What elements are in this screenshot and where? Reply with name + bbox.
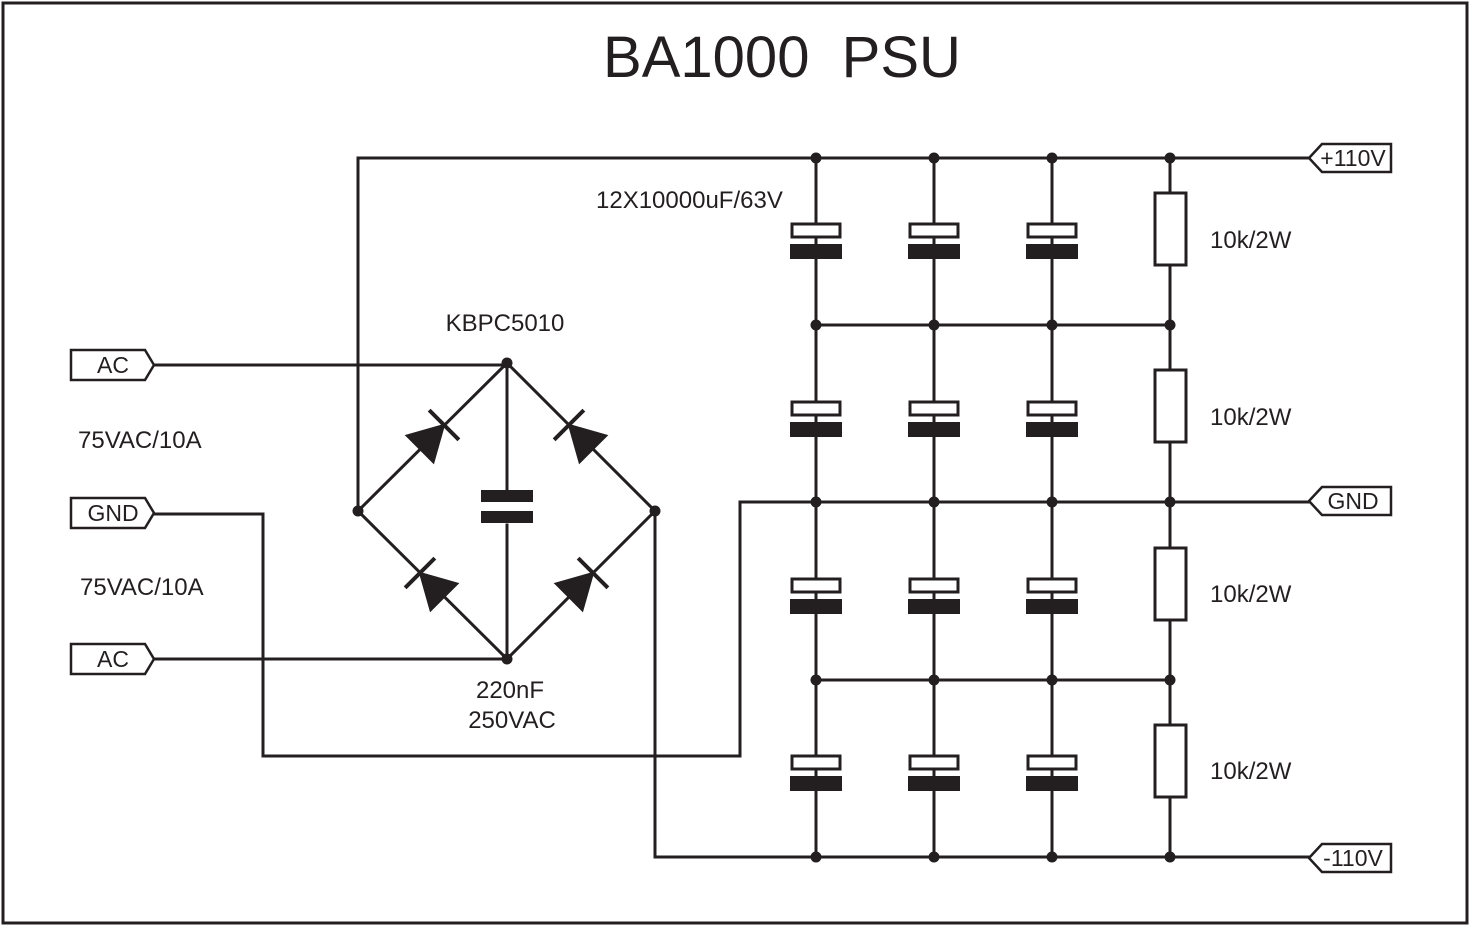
snubber-cap-voltage-label: 250VAC [468, 707, 556, 734]
junction-dot-11 [1046, 496, 1058, 508]
junction-dot-16 [1164, 674, 1176, 686]
junction-dot-5 [810, 319, 822, 331]
diode-upper-right [552, 408, 609, 465]
snubber-cap-value-label: 220nF [476, 677, 544, 704]
junction-dot-20 [1164, 851, 1176, 863]
pos-110v-output-port: +110V [1307, 142, 1393, 174]
filter-capacitor-3 [1026, 222, 1078, 259]
junction-dot-24 [649, 505, 661, 517]
junction-dot-12 [1164, 496, 1176, 508]
gnd-input-port: GND [69, 496, 156, 530]
junction-dot-4 [1164, 152, 1176, 164]
resistor-2-label: 10k/2W [1210, 404, 1292, 431]
neg-110v-output-port-label: -110V [1323, 845, 1383, 871]
ac-bottom-port-label: AC [97, 646, 129, 672]
bleeder-resistor-2 [1153, 368, 1188, 444]
wires [152, 156, 1311, 859]
capacitor-bank [790, 222, 1078, 791]
junction-dot-7 [1046, 319, 1058, 331]
bleeder-resistor-3 [1153, 546, 1188, 622]
filter-capacitor-6 [1026, 400, 1078, 437]
junction-dot-18 [928, 851, 940, 863]
bridge-part-label: KBPC5010 [446, 310, 565, 337]
junction-dot-22 [501, 653, 513, 665]
capacitor-bank-label: 12X10000uF/63V [596, 187, 783, 214]
junction-dot-17 [810, 851, 822, 863]
junction-dot-14 [928, 674, 940, 686]
resistor-1-label: 10k/2W [1210, 227, 1292, 254]
filter-capacitor-2 [908, 222, 960, 259]
filter-capacitor-9 [1026, 577, 1078, 614]
input-rating-bottom-label: 75VAC/10A [80, 574, 204, 601]
diode-upper-left [404, 408, 461, 465]
filter-capacitor-12 [1026, 754, 1078, 791]
filter-capacitor-11 [908, 754, 960, 791]
junction-dot-3 [1046, 152, 1058, 164]
pos-110v-output-port-label: +110V [1320, 145, 1386, 171]
gnd-input-port-label: GND [87, 500, 138, 526]
filter-capacitor-1 [790, 222, 842, 259]
ac-top-port: AC [69, 348, 156, 382]
junction-dots [352, 152, 1176, 863]
junction-dot-6 [928, 319, 940, 331]
junction-dot-13 [810, 674, 822, 686]
junction-dot-9 [810, 496, 822, 508]
junction-dot-19 [1046, 851, 1058, 863]
neg-110v-output-port: -110V [1307, 842, 1393, 874]
ac-bottom-port: AC [69, 642, 156, 676]
junction-dot-21 [501, 357, 513, 369]
resistor-4-label: 10k/2W [1210, 758, 1292, 785]
filter-capacitor-7 [790, 577, 842, 614]
bleeder-resistors [1153, 191, 1188, 799]
diode-lower-left [403, 556, 460, 613]
filter-capacitor-4 [790, 400, 842, 437]
filter-capacitor-8 [908, 577, 960, 614]
diode-lower-right [553, 556, 610, 613]
bleeder-resistor-1 [1153, 191, 1188, 267]
resistor-3-label: 10k/2W [1210, 581, 1292, 608]
junction-dot-1 [810, 152, 822, 164]
junction-dot-23 [352, 505, 364, 517]
input-rating-top-label: 75VAC/10A [78, 427, 202, 454]
junction-dot-2 [928, 152, 940, 164]
bleeder-resistor-4 [1153, 723, 1188, 799]
bridge-rectifier [403, 408, 610, 613]
junction-dot-8 [1164, 319, 1176, 331]
gnd-output-port: GND [1307, 485, 1393, 517]
gnd-output-port-label: GND [1327, 488, 1378, 514]
schematic-title: BA1000 PSU [603, 25, 961, 90]
junction-dot-15 [1046, 674, 1058, 686]
filter-capacitor-5 [908, 400, 960, 437]
junction-dot-10 [928, 496, 940, 508]
filter-capacitor-10 [790, 754, 842, 791]
snubber-capacitor [481, 490, 533, 523]
ac-top-port-label: AC [97, 352, 129, 378]
